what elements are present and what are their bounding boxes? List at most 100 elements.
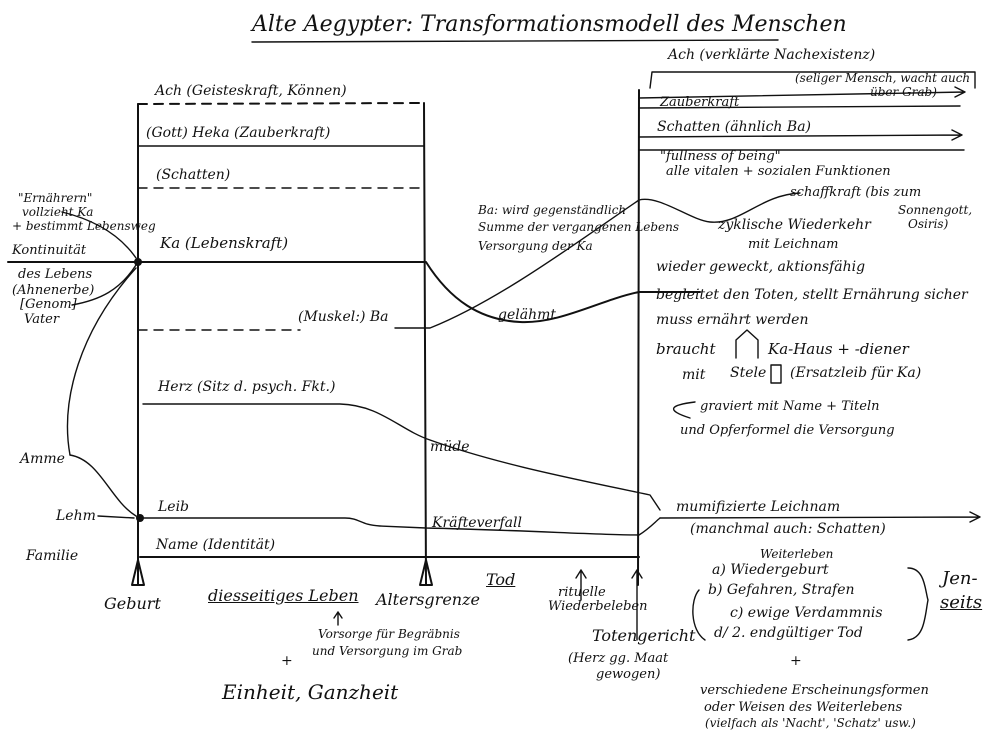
plus-sign-2: + [790, 653, 802, 669]
right-schaffkraft: schaffkraft (bis zum [790, 185, 922, 200]
right-muss: muss ernährt werden [656, 312, 809, 328]
label-weiterleben: Weiterleben [760, 547, 834, 561]
leib-line [139, 517, 661, 536]
arrow-mumie [659, 511, 981, 523]
totengericht-arrow [631, 569, 643, 641]
arrow-schatten [638, 129, 963, 141]
right-begleitet: begleitet den Toten, stellt Ernährung si… [656, 287, 968, 303]
ba-desc-2: Summe der vergangenen Lebens [478, 220, 680, 234]
right-graviert-1: graviert mit Name + Titeln [700, 399, 880, 414]
right-seliger-2: über Grab) [870, 85, 937, 99]
label-lehm: Lehm [56, 508, 96, 524]
ba-line [394, 192, 801, 329]
right-wieder-geweckt: wieder geweckt, aktionsfähig [656, 259, 866, 275]
row-ach: Ach (Geisteskraft, Können) [155, 83, 347, 99]
death-line [637, 89, 640, 586]
label-gewogen: gewogen) [596, 667, 661, 682]
ka-dot [134, 258, 142, 266]
label-seits: seits [940, 592, 983, 613]
leib-dot [136, 514, 144, 522]
row-ka: Ka (Lebenskraft) [160, 234, 289, 252]
arrow-amme-ka [66, 267, 137, 456]
herz-line [142, 403, 661, 511]
stele-icon [770, 364, 782, 384]
right-graviert-2: und Opferformel die Versorgung [680, 423, 895, 438]
right-zyklische: zyklische Wiederkehr [718, 217, 871, 233]
label-einheit: Einheit, Ganzheit [222, 680, 399, 704]
row-leib: Leib [158, 499, 190, 515]
vorsorge-arrow [333, 611, 343, 626]
label-vorsorge-1: Vorsorge für Begräbnis [318, 627, 460, 641]
option-b: b) Gefahren, Strafen [708, 582, 855, 598]
label-kraefteverfall: Kräfteverfall [432, 515, 522, 531]
arrow-zauberkraft-2 [638, 105, 961, 109]
label-verschiedene-2: oder Weisen des Weiterlebens [704, 700, 903, 715]
label-vater: Vater [24, 312, 60, 327]
label-rituelle: rituelle [558, 585, 606, 600]
right-stele: Stele [730, 365, 767, 381]
label-verschiedene-1: verschiedene Erscheinungsformen [700, 683, 929, 698]
right-sonnengott: Sonnengott, [898, 203, 973, 217]
plus-sign: + [281, 653, 293, 669]
option-a: a) Wiedergeburt [712, 562, 829, 578]
label-amme: Amme [20, 451, 65, 467]
label-genom: [Genom] [20, 297, 77, 312]
option-c: c) ewige Verdammnis [730, 605, 883, 621]
geburt-marker [131, 559, 145, 586]
altersgrenze-marker [419, 559, 433, 586]
row-heka: (Gott) Heka (Zauberkraft) [146, 125, 331, 141]
label-jen: Jen- [942, 568, 978, 589]
right-braucht: braucht [656, 340, 716, 358]
label-gelaehmt: gelähmt [498, 307, 556, 323]
right-fullness: "fullness of being" [660, 149, 781, 164]
right-manchmal: (manchmal auch: Schatten) [690, 521, 886, 537]
page-title: Alte Aegypter: Transformationsmodell des… [252, 12, 847, 37]
right-ka-haus: Ka-Haus + -diener [768, 340, 909, 358]
arrow-ernaehren [61, 211, 137, 259]
right-zauberkraft: Zauberkraft [660, 95, 740, 110]
label-altersgrenze: Altersgrenze [376, 590, 480, 609]
right-mit: mit [682, 367, 706, 383]
label-ahnenerbe: (Ahnenerbe) [12, 283, 95, 298]
label-bestimmt: + bestimmt Lebensweg [12, 219, 156, 233]
arrow-zauberkraft [638, 86, 966, 99]
ka-haus-icon [735, 329, 759, 359]
label-kontinuitaet: Kontinuität [12, 243, 87, 258]
row-herz: Herz (Sitz d. psych. Fkt.) [158, 379, 336, 395]
ka-line [7, 261, 701, 324]
label-ernaehren: "Ernährern" [18, 191, 93, 205]
label-diesseitiges: diesseitiges Leben [208, 586, 359, 605]
row-ba: (Muskel:) Ba [298, 309, 389, 325]
age-limit-line [423, 102, 427, 586]
label-verschiedene-3: (vielfach als 'Nacht', 'Schatz' usw.) [705, 716, 916, 730]
label-geburt: Geburt [104, 594, 161, 613]
label-herz-gg: (Herz gg. Maat [568, 651, 669, 666]
label-des-lebens: des Lebens [18, 267, 93, 282]
right-schatten: Schatten (ähnlich Ba) [657, 119, 811, 135]
arrow-vater [71, 264, 137, 306]
options-bracket [907, 567, 929, 641]
arrow-lehm [97, 515, 135, 519]
ach-line [137, 102, 425, 105]
ba-desc-1: Ba: wird gegenständlich [478, 203, 627, 217]
arrow-amme-leib [69, 454, 137, 517]
title-underline [251, 39, 779, 43]
label-totengericht: Totengericht [592, 626, 696, 645]
ba-desc-3: Versorgung der Ka [478, 239, 593, 253]
graviert-connector [673, 401, 696, 419]
options-connector [692, 589, 706, 641]
row-schatten: (Schatten) [156, 167, 231, 183]
right-alle-vitalen: alle vitalen + sozialen Funktionen [666, 164, 891, 179]
right-seliger-1: (seliger Mensch, wacht auch [795, 71, 971, 85]
ach-bracket [649, 71, 976, 89]
label-familie: Familie [26, 548, 79, 564]
right-ersatzleib: (Ersatzleib für Ka) [790, 365, 922, 381]
label-tod: Tod [486, 570, 516, 589]
right-osiris: Osiris) [908, 217, 949, 231]
label-wiederbeleben: Wiederbeleben [548, 599, 648, 614]
row-name: Name (Identität) [156, 537, 276, 553]
right-mumifizierte: mumifizierte Leichnam [676, 499, 841, 515]
label-vorsorge-2: und Versorgung im Grab [312, 644, 463, 658]
